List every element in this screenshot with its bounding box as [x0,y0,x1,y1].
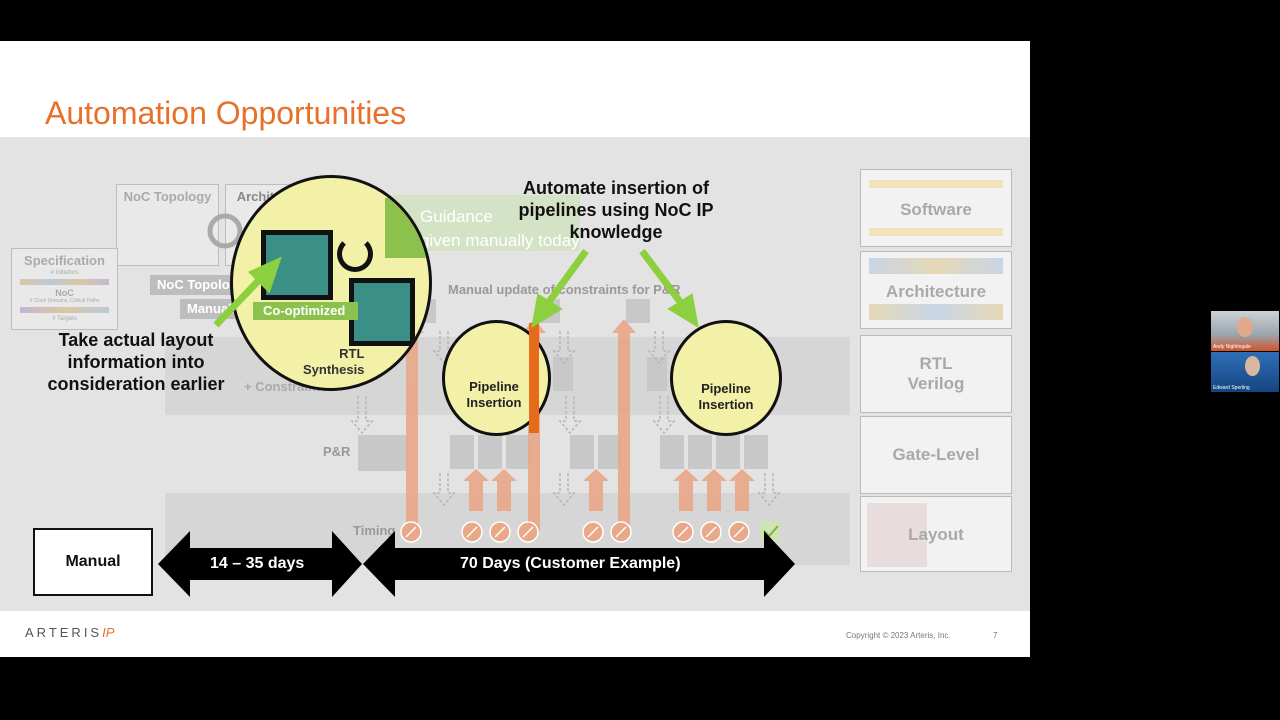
pr-block [716,435,740,469]
participant-video-2[interactable]: Edward Sperling [1211,352,1279,392]
down-arrow [757,473,781,507]
timeline-arrow-short [158,531,362,597]
automate-callout: Automate insertion of pipelines using No… [518,178,714,242]
rtl-block [647,357,667,391]
green-arrowhead [531,293,563,328]
timing-label: Timing [353,523,396,538]
pr-block [450,435,474,469]
spec-stripe [20,279,109,285]
green-arrow [543,248,589,309]
callout-arrows [213,248,699,328]
pr-block [688,435,712,469]
green-corner [385,198,429,258]
down-arrow [652,396,676,435]
timeline-arrows [158,531,795,597]
down-arrow [552,473,576,507]
guidance-text: Guidance [420,207,493,226]
specification-box: Specification # Initiators NoC # Clock D… [11,248,118,330]
presentation-slide: Automation Opportunities NoC Topology Ar… [0,41,1030,657]
down-arrow [432,473,456,507]
co-optimized-label: Co-optimized [263,303,346,318]
rtl-block [553,357,573,391]
green-arrowhead [247,256,282,294]
top-block [626,299,650,323]
specification-box-label: Specification [24,253,105,268]
right-stage-software: Software [860,169,1012,247]
down-arrow [350,396,374,435]
participant-avatar [1245,356,1260,376]
right-stage-gate-level: Gate-Level [860,416,1012,494]
pr-block [660,435,684,469]
spec-detail-clock: # Clock Domains, Critical Paths [29,298,100,304]
right-stage-layout: Layout [860,496,1012,572]
stage-architecture-label: Architecture [885,282,987,301]
refresh-icon [337,236,373,272]
stage-software-label: Software [900,200,972,219]
stage-rtl-label: RTL Verilog [907,354,965,393]
participant-name: Andy Nightingale [1213,344,1251,350]
up-arrow [673,469,699,511]
up-arrow [491,469,517,511]
green-arrowhead [667,293,699,328]
stage-stripe [869,180,1003,188]
pr-block [358,435,408,471]
stage-layout-label: Layout [908,525,964,544]
right-stage-rtl: RTL Verilog [860,335,1012,413]
timeline-arrow-long [363,531,795,597]
stage-layout-fill [867,503,927,567]
cycle-icon-gray [207,213,243,249]
green-arrow [213,274,265,328]
up-arrow [463,469,489,511]
spec-detail-noc: NoC [55,288,74,298]
up-arrow [400,319,424,531]
given-manually-text: given manually today [420,231,580,250]
stage-stripe [869,304,1003,320]
participant-avatar [1237,317,1253,337]
up-arrow [583,469,609,511]
pr-block [506,435,530,469]
page-number: 7 [993,631,998,640]
co-optimized-label-bg [253,302,358,320]
spec-detail-initiators: # Initiators [50,270,79,276]
manual-update-text: Manual update of constraints for P&R [448,282,681,297]
pr-block [570,435,594,469]
participant-video-1[interactable]: Andy Nightingale [1211,311,1279,351]
noc-topology-box-label: NoC Topology [123,189,212,204]
up-arrow [729,469,755,511]
orange-bar [529,323,539,433]
timeline-first-label: 14 – 35 days [210,555,305,572]
down-arrow [647,331,671,365]
slide-title: Automation Opportunities [45,95,407,131]
spec-stripe-2 [20,307,109,313]
pr-block [478,435,502,469]
noc-topology-label [150,275,242,295]
arteris-logo: ARTERISIP [25,625,115,640]
copyright-text: Copyright © 2023 Arteris, Inc. [846,631,951,640]
timeline-second-label: 70 Days (Customer Example) [460,555,681,572]
layout-callout: Take actual layout information into cons… [47,330,225,394]
down-arrow [552,331,576,365]
up-arrow [612,319,636,531]
stage-stripe [869,228,1003,236]
green-arrow [639,248,687,310]
pr-block [744,435,768,469]
stage-stripe [869,258,1003,274]
up-arrow [701,469,727,511]
noc-topology-box: NoC Topology [116,184,219,266]
noc-topology-label-text: NoC Topology [157,277,245,292]
stage-gate-level-label: Gate-Level [892,445,980,464]
participant-name: Edward Sperling [1213,385,1250,391]
spec-detail-targets: # Targets [52,316,77,322]
right-stage-architecture: Architecture [860,251,1012,329]
down-arrow [558,396,582,435]
pr-label: P&R [323,444,351,459]
manual-box: Manual [33,528,153,596]
